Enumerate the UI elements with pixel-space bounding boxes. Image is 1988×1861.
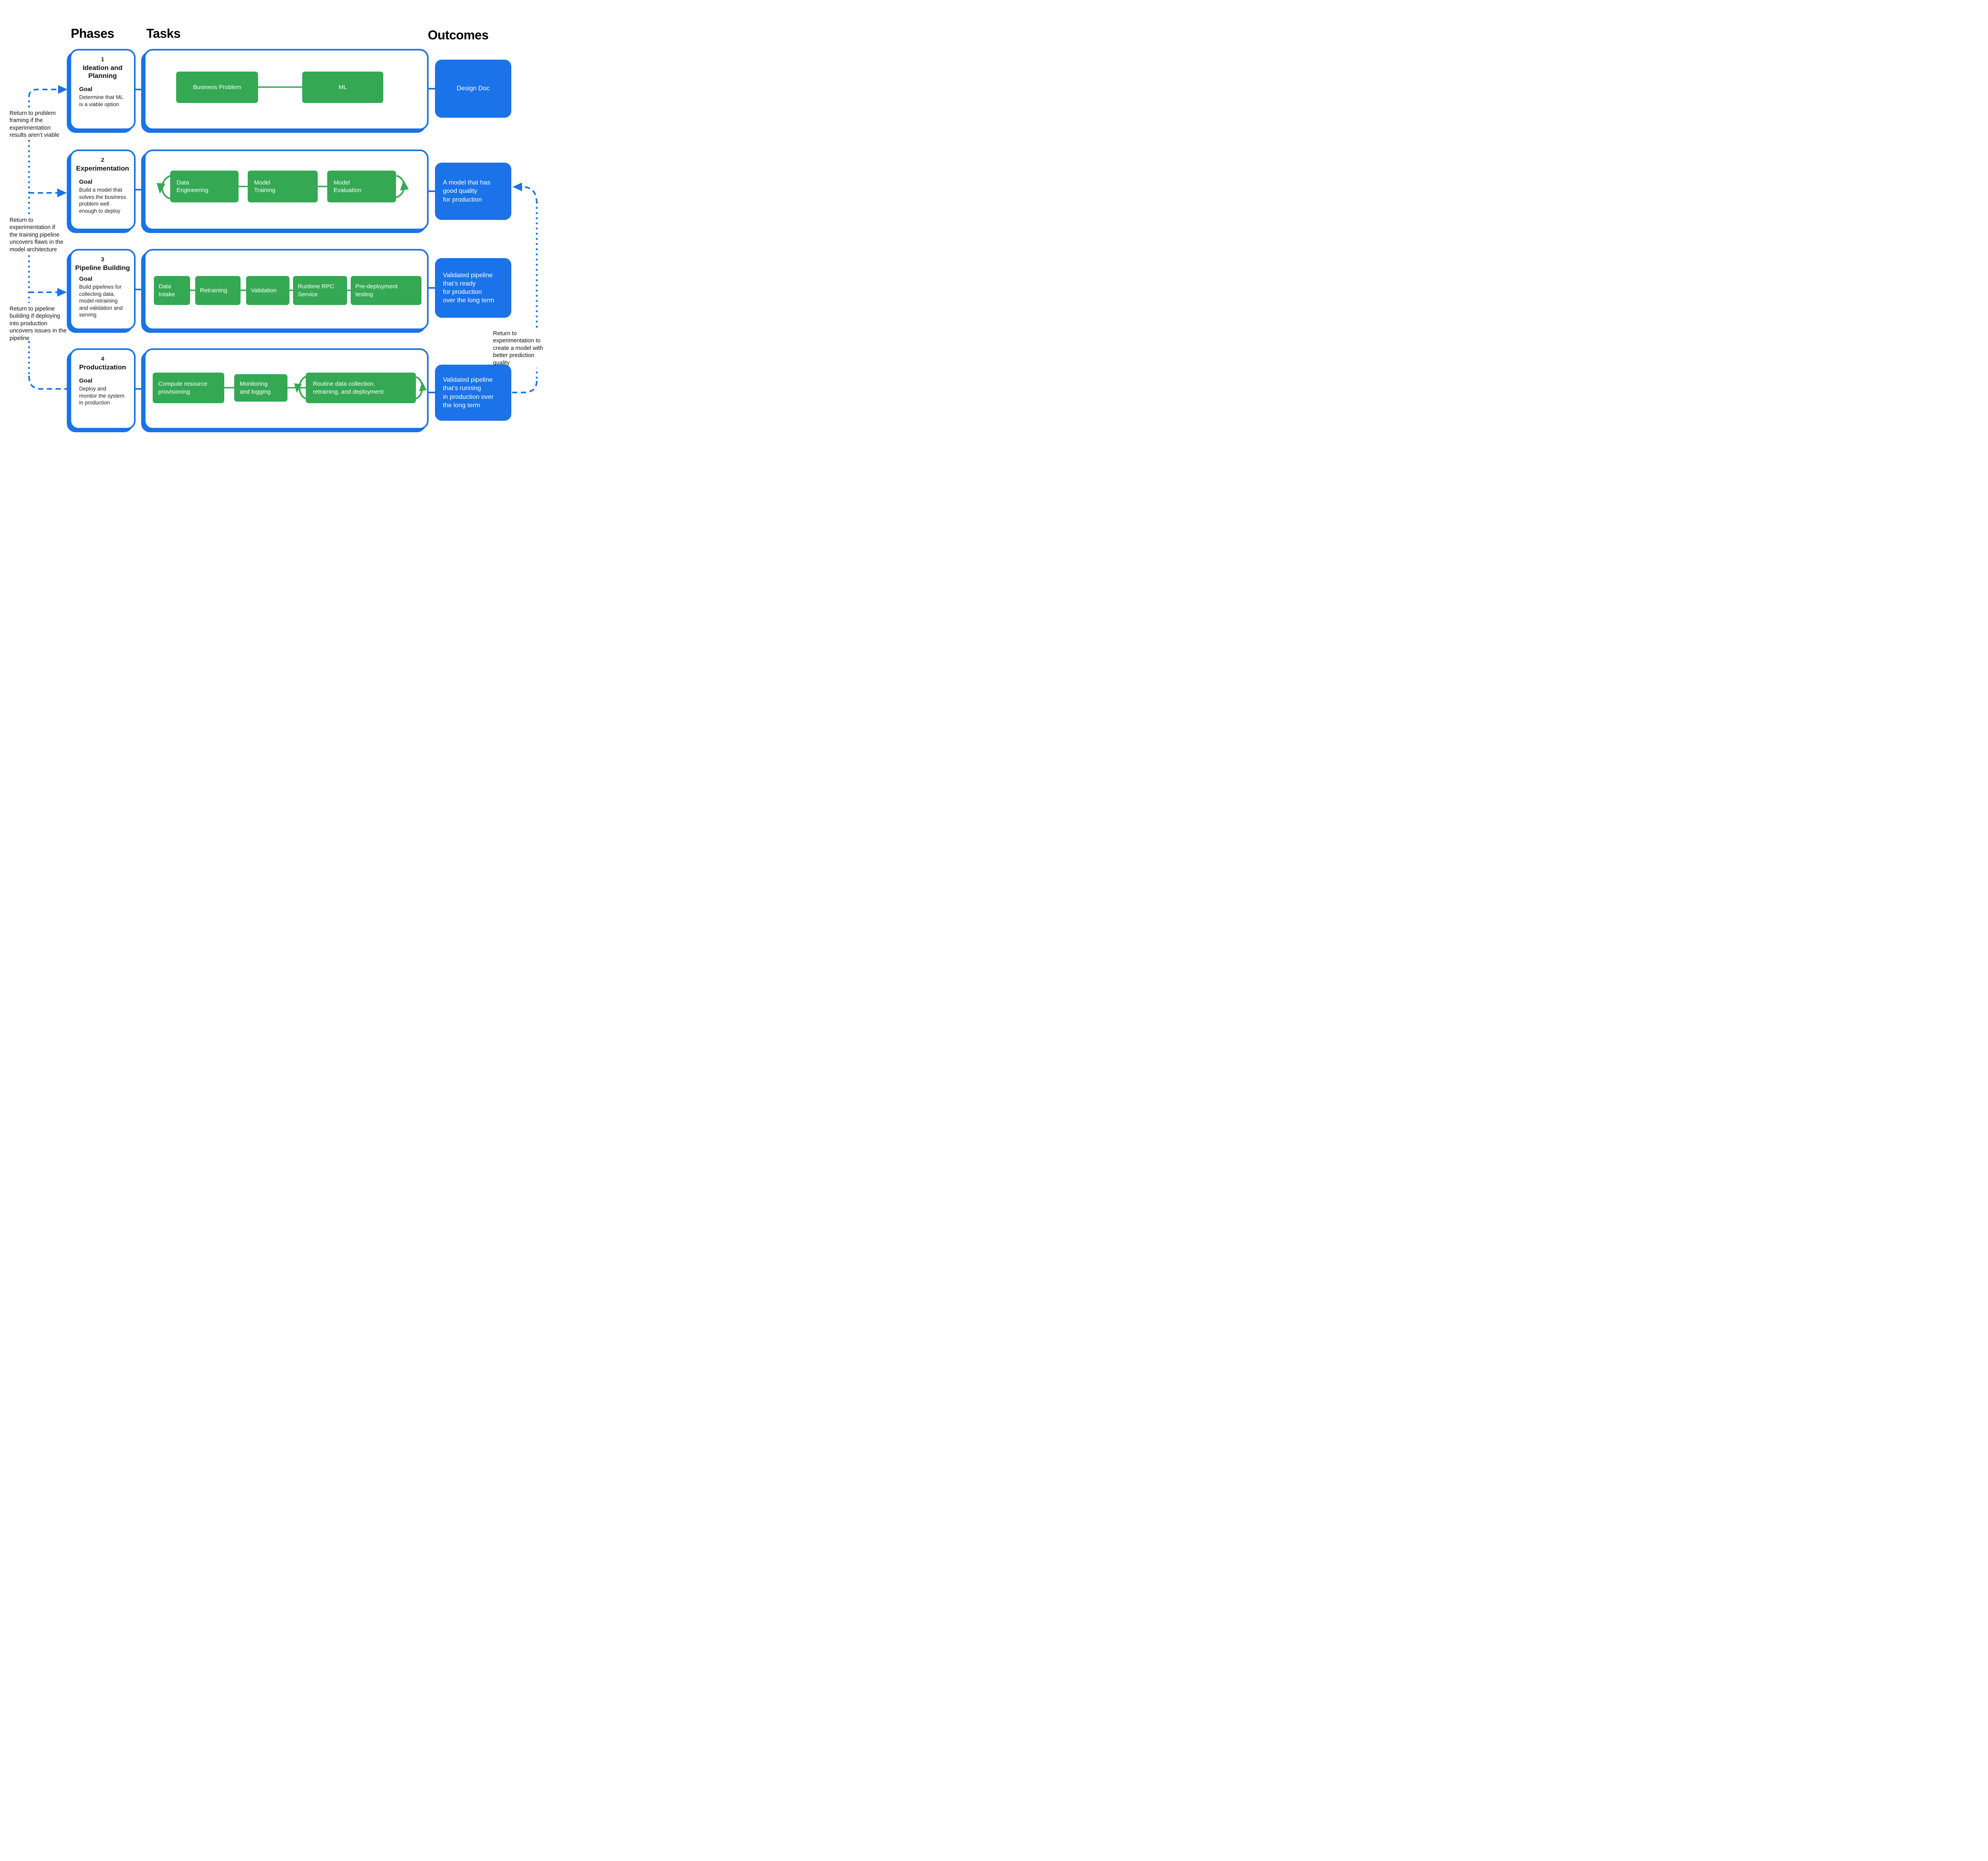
task-model-training: Model Training	[248, 171, 318, 202]
task-ml: ML	[302, 72, 383, 103]
return-line-to-phase4	[28, 375, 68, 390]
task-runtime-rpc-service: Runtime RPC Service	[293, 276, 347, 305]
goal-label: Goal	[79, 179, 93, 186]
right-feedback-bottom	[512, 380, 538, 393]
phase-number: 1	[101, 56, 105, 63]
outcome-model-good-quality: A model that has good quality for produc…	[435, 163, 511, 220]
return-arrow-to-phase1	[28, 89, 58, 97]
phases-column-header: Phases	[71, 26, 115, 41]
tasks-column-header: Tasks	[146, 26, 181, 41]
outcome-validated-pipeline-ready: Validated pipeline that’s ready for prod…	[435, 258, 511, 318]
phase-card-pipeline-building: 3 Pipeline Building Goal Build pipelines…	[70, 249, 136, 330]
phase-goal: Goal Build pipelines for collecting data…	[79, 276, 131, 319]
arrowhead-to-phase1-icon	[58, 85, 68, 94]
phase-task-connectors	[136, 89, 144, 390]
task-data-engineering: Data Engineering	[170, 171, 239, 202]
phase-number: 3	[101, 256, 105, 263]
phase-title: Productization	[79, 363, 126, 371]
ml-phases-diagram: Phases Tasks Outcomes 1 Ideation and Pla…	[0, 0, 564, 465]
phase-card-productization: 4 Productization Goal Deploy and monitor…	[70, 348, 136, 429]
arrowhead-to-phase3-icon	[57, 288, 67, 297]
arrowhead-to-phase2-icon	[57, 188, 67, 197]
phase-card-ideation-planning: 1 Ideation and Planning Goal Determine t…	[70, 49, 136, 130]
task-data-intake: Data Intake	[154, 276, 190, 305]
note-return-to-pipeline-building: Return to pipeline building if deploying…	[10, 306, 67, 342]
task-compute-resource-provisioning: Compute resource provisioning	[153, 373, 224, 403]
task-outcome-connectors	[429, 88, 435, 393]
task-routine-data-collection-retraining-deployment: Routine data collection, retraining, and…	[306, 373, 416, 403]
outcomes-column-header: Outcomes	[428, 28, 489, 42]
phase-card-experimentation: 2 Experimentation Goal Build a model tha…	[70, 150, 136, 230]
task-pre-deployment-testing: Pre-deployment testing	[351, 276, 421, 305]
phase-goal: Goal Determine that ML is a viable optio…	[79, 86, 131, 108]
goal-label: Goal	[79, 276, 93, 283]
phase-number: 4	[101, 355, 105, 362]
task-business-problem: Business Problem	[176, 72, 258, 103]
phase-number: 2	[101, 157, 105, 163]
task-box-connectors	[190, 86, 351, 389]
goal-label: Goal	[79, 86, 93, 93]
arrowhead-to-outcome2-icon	[513, 183, 522, 191]
goal-text: Build a model that solves the business p…	[79, 187, 126, 214]
goal-text: Deploy and monitor the system in product…	[79, 386, 125, 406]
task-retraining: Retraining	[195, 276, 241, 305]
phase-title: Pipeline Building	[75, 264, 130, 272]
outcome-validated-pipeline-running: Validated pipeline that’s running in pro…	[435, 365, 511, 421]
task-model-evaluation: Model Evaluation	[327, 171, 396, 202]
goal-text: Determine that ML is a viable option	[79, 94, 124, 107]
outcome-design-doc: Design Doc	[435, 60, 511, 118]
phase-title: Ideation and Planning	[82, 64, 123, 80]
task-validation: Validation	[246, 276, 289, 305]
goal-label: Goal	[79, 377, 93, 385]
phase-goal: Goal Deploy and monitor the system in pr…	[79, 377, 131, 406]
phase-goal: Goal Build a model that solves the busin…	[79, 179, 131, 214]
note-return-to-problem-framing: Return to problem framing if the experim…	[10, 110, 59, 139]
goal-text: Build pipelines for collecting data, mod…	[79, 284, 123, 318]
task-monitoring-and-logging: Monitoring and logging	[234, 374, 287, 402]
phase-title: Experimentation	[76, 165, 129, 172]
note-return-to-experimentation: Return to experimentation if the trainin…	[10, 217, 64, 253]
note-return-to-experimentation-prediction-quality: Return to experimentation to create a mo…	[493, 330, 543, 366]
right-feedback-top	[522, 186, 538, 204]
